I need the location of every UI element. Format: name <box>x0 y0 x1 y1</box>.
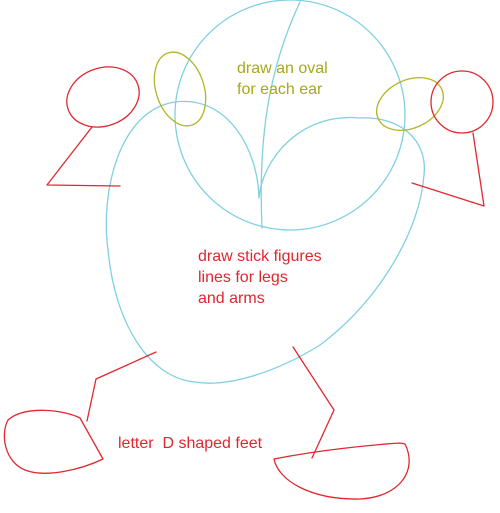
feet-instruction-note: letter D shaped feet <box>118 435 263 452</box>
heart-body <box>105 100 425 384</box>
ear-note-line-2: for each ear <box>237 81 323 98</box>
ear-instruction-note: draw an oval for each ear <box>237 58 328 100</box>
right-hand-circle <box>430 70 494 134</box>
stick-note-line-1: draw stick figures <box>198 248 322 265</box>
stick-note-line-3: and arms <box>198 290 265 307</box>
right-ear-oval <box>376 77 444 131</box>
head-circle <box>174 0 406 231</box>
stick-note-line-2: lines for legs <box>198 269 288 286</box>
face-center-line <box>260 1 301 229</box>
right-arm-line <box>411 132 485 207</box>
right-foot-shape <box>273 442 410 500</box>
left-arm-line <box>46 126 121 187</box>
left-hand-circle <box>66 66 140 128</box>
ear-note-line-1: draw an oval <box>237 60 328 77</box>
right-leg-line <box>292 346 335 459</box>
left-ear-oval <box>153 51 207 127</box>
stick-figure-instruction-note: draw stick figures lines for legs and ar… <box>198 246 322 309</box>
left-leg-line <box>86 351 157 422</box>
left-foot-shape <box>3 409 104 474</box>
